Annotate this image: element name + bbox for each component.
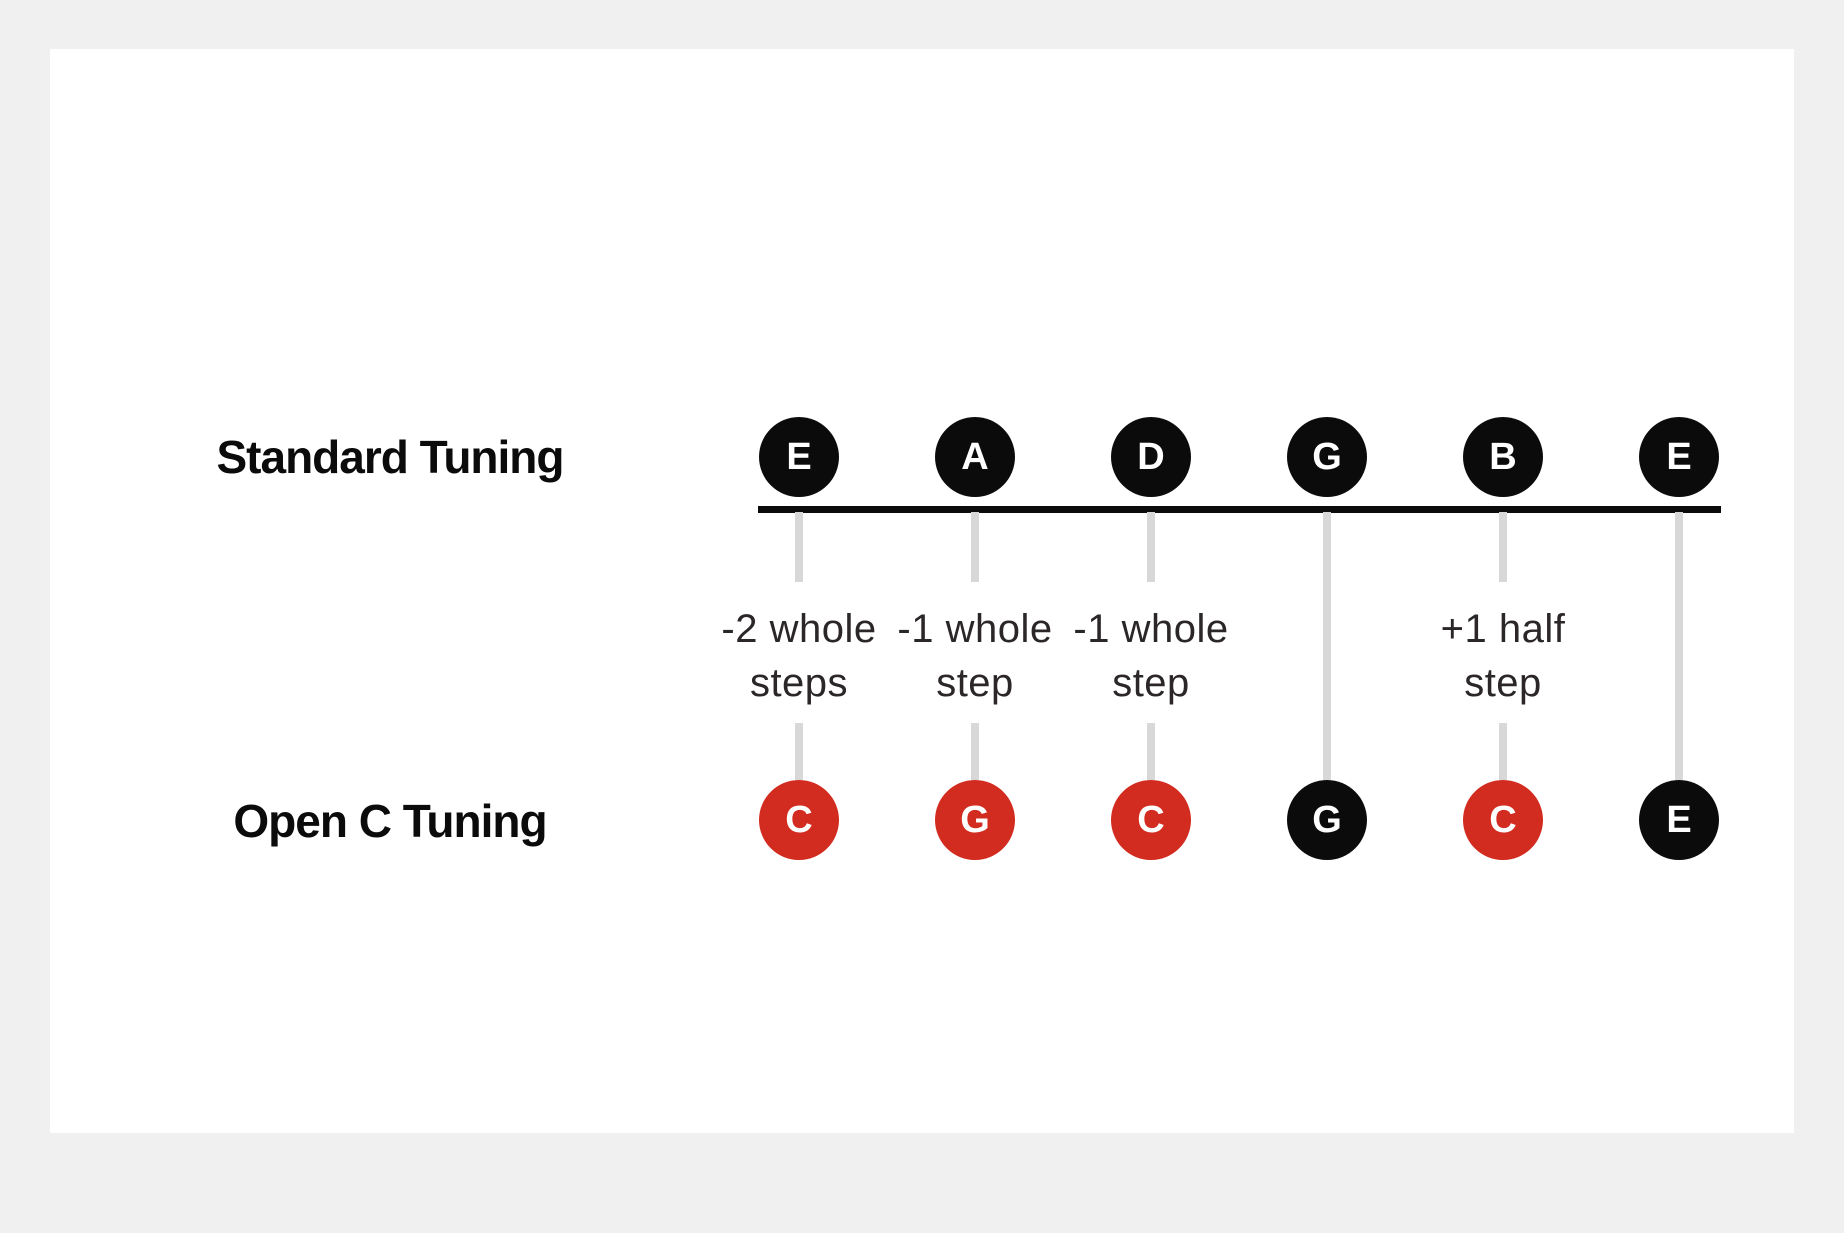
standard-note-letter: A xyxy=(961,436,989,478)
change-amount-label: -2 whole xyxy=(721,607,877,651)
connector-tick-lower xyxy=(971,723,979,780)
connector-tick-full xyxy=(1675,512,1683,780)
standard-tuning-row-label: Standard Tuning xyxy=(216,431,564,483)
change-unit-label: step xyxy=(1112,661,1190,705)
open-note-letter: C xyxy=(1137,799,1165,841)
standard-note-letter: E xyxy=(786,436,812,478)
connector-tick-full xyxy=(1323,512,1331,780)
standard-note-circle: E xyxy=(1639,417,1719,497)
standard-note-letter: G xyxy=(1312,436,1342,478)
standard-note-letter: E xyxy=(1666,436,1692,478)
change-unit-label: steps xyxy=(749,661,849,705)
standard-note-circle: A xyxy=(935,417,1015,497)
open-note-circle: C xyxy=(1463,780,1543,860)
standard-note-letter: B xyxy=(1489,436,1517,478)
standard-note-circle: G xyxy=(1287,417,1367,497)
diagram-card: Standard Tuning Open C Tuning E -2 whole… xyxy=(50,49,1794,1133)
open-c-tuning-row-label: Open C Tuning xyxy=(233,795,547,847)
open-note-letter: G xyxy=(960,799,990,841)
connector-tick-lower xyxy=(1147,723,1155,780)
open-note-letter: C xyxy=(785,799,813,841)
guitar-nut-line xyxy=(758,506,1721,513)
connector-tick-lower xyxy=(1499,723,1507,780)
open-note-circle: G xyxy=(935,780,1015,860)
open-note-letter: E xyxy=(1666,799,1692,841)
open-note-letter: C xyxy=(1489,799,1517,841)
open-note-circle: E xyxy=(1639,780,1719,860)
standard-note-letter: D xyxy=(1137,436,1165,478)
change-unit-label: step xyxy=(936,661,1014,705)
open-note-circle: C xyxy=(1111,780,1191,860)
connector-tick-upper xyxy=(1147,512,1155,582)
standard-note-circle: B xyxy=(1463,417,1543,497)
change-amount-label: +1 half xyxy=(1440,607,1566,651)
standard-note-circle: E xyxy=(759,417,839,497)
open-note-circle: G xyxy=(1287,780,1367,860)
connector-tick-upper xyxy=(795,512,803,582)
change-amount-label: -1 whole xyxy=(897,607,1053,651)
open-note-circle: C xyxy=(759,780,839,860)
diagram-canvas: Standard Tuning Open C Tuning E -2 whole… xyxy=(50,49,1794,1133)
connector-tick-lower xyxy=(795,723,803,780)
connector-tick-upper xyxy=(1499,512,1507,582)
standard-note-circle: D xyxy=(1111,417,1191,497)
change-unit-label: step xyxy=(1464,661,1542,705)
change-amount-label: -1 whole xyxy=(1073,607,1229,651)
connector-tick-upper xyxy=(971,512,979,582)
open-note-letter: G xyxy=(1312,799,1342,841)
